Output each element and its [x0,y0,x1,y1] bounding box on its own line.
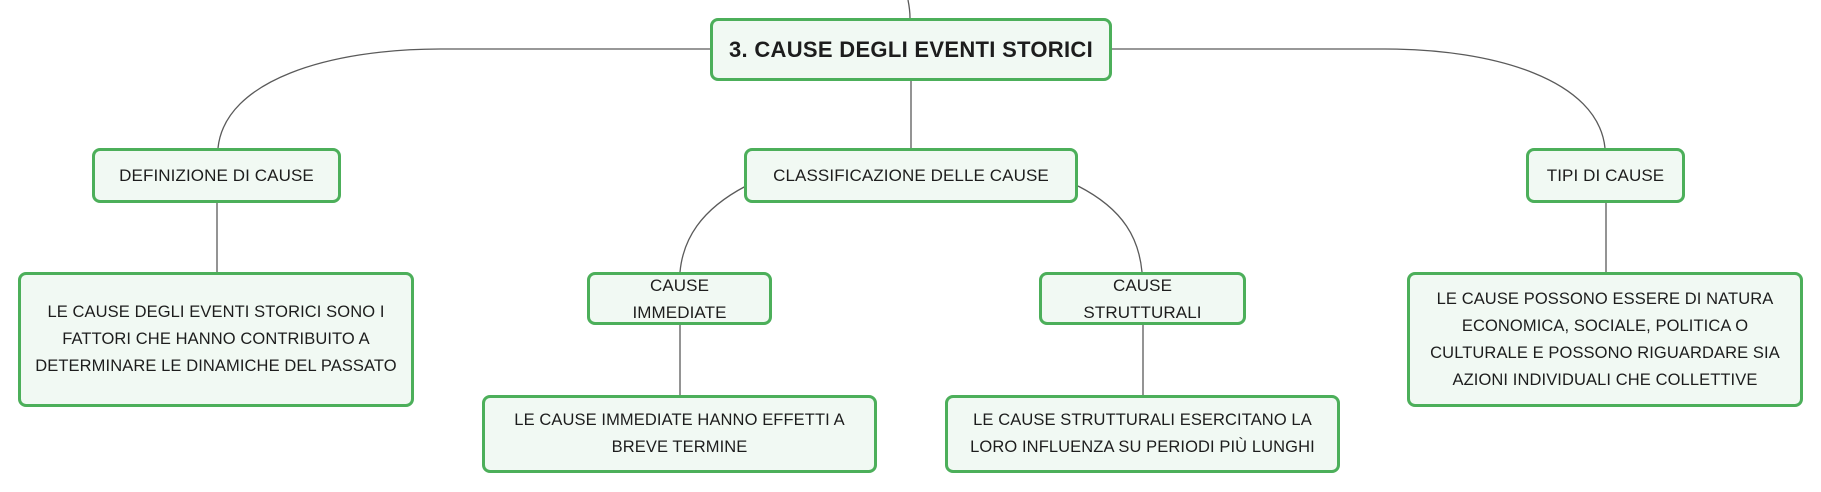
node-strutturali-detail[interactable]: LE CAUSE STRUTTURALI ESERCITANO LA LORO … [945,395,1340,473]
node-definizione-label: DEFINIZIONE DI CAUSE [119,166,314,185]
node-cause-strutturali[interactable]: CAUSE STRUTTURALI [1039,272,1246,325]
root-node-label: 3. CAUSE DEGLI EVENTI STORICI [728,37,1094,62]
node-strutturali-detail-text: LE CAUSE STRUTTURALI ESERCITANO LA LORO … [970,411,1315,456]
connector-classificazione-to-immediate [679,185,747,273]
node-definizione-detail[interactable]: LE CAUSE DEGLI EVENTI STORICI SONO I FAT… [18,272,414,407]
node-immediate-detail[interactable]: LE CAUSE IMMEDIATE HANNO EFFETTI A BREVE… [482,395,877,473]
root-node[interactable]: 3. CAUSE DEGLI EVENTI STORICI [710,18,1112,81]
node-tipi-di-cause[interactable]: TIPI DI CAUSE [1526,148,1685,203]
node-strutturali-label: CAUSE STRUTTURALI [1083,275,1202,322]
node-definizione-di-cause[interactable]: DEFINIZIONE DI CAUSE [92,148,341,203]
node-immediate-label: CAUSE IMMEDIATE [632,275,727,322]
node-immediate-detail-text: LE CAUSE IMMEDIATE HANNO EFFETTI A BREVE… [514,411,845,456]
node-classificazione-delle-cause[interactable]: CLASSIFICAZIONE DELLE CAUSE [744,148,1078,203]
node-tipi-detail-text: LE CAUSE POSSONO ESSERE DI NATURA ECONOM… [1430,289,1780,389]
connector-root-to-tipi [1111,48,1606,149]
node-tipi-detail[interactable]: LE CAUSE POSSONO ESSERE DI NATURA ECONOM… [1407,272,1803,407]
node-tipi-label: TIPI DI CAUSE [1546,166,1665,185]
node-cause-immediate[interactable]: CAUSE IMMEDIATE [587,272,772,325]
connector-classificazione-to-strutturali [1077,185,1143,273]
node-classificazione-label: CLASSIFICAZIONE DELLE CAUSE [773,166,1049,185]
connector-parent-to-root [907,0,911,19]
connector-root-to-definizione [217,48,713,149]
node-definizione-detail-text: LE CAUSE DEGLI EVENTI STORICI SONO I FAT… [35,303,397,375]
